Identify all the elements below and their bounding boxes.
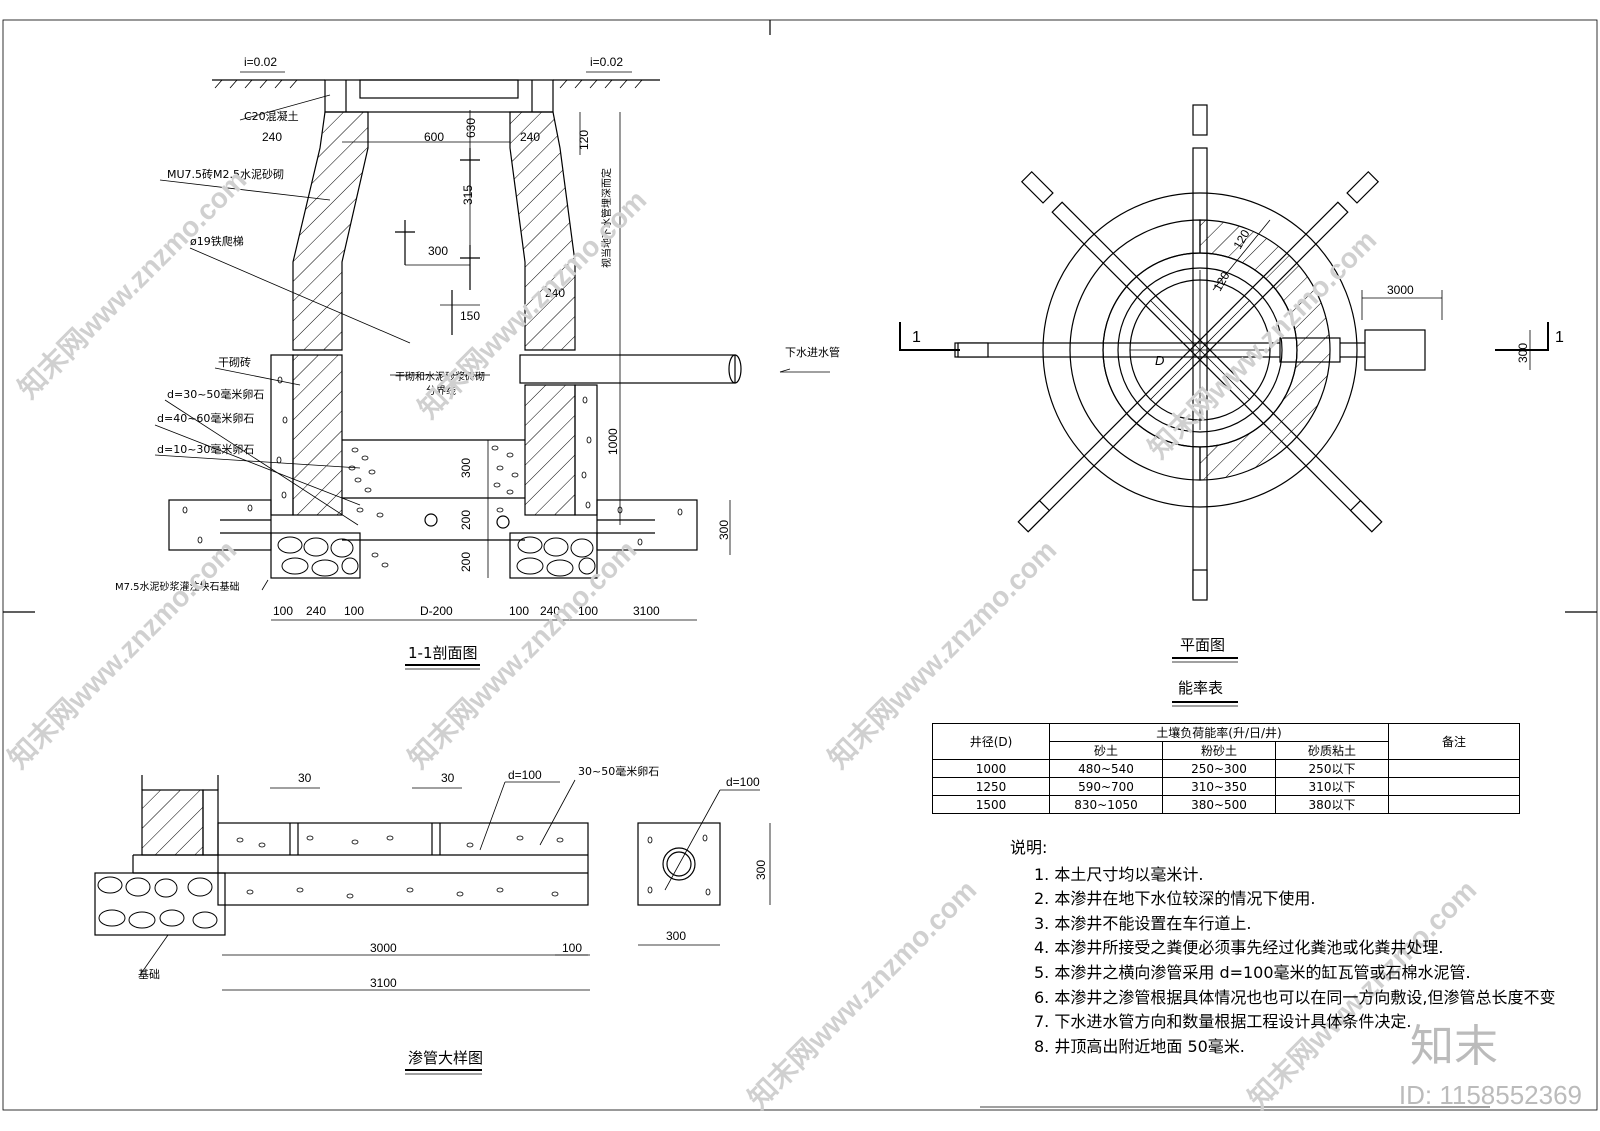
- dim-600: 600: [424, 130, 444, 144]
- slope-right: i=0.02: [590, 55, 623, 69]
- watermark-3: 知末网www.znzmo.com: [2, 533, 243, 774]
- th-sand: 砂土: [1049, 741, 1163, 760]
- notes-title: 说明:: [1010, 838, 1048, 857]
- dim-120: 120: [577, 130, 591, 150]
- image-id: ID: 1158552369: [1398, 1080, 1582, 1110]
- note-item: 5. 本渗井之横向渗管采用 d=100毫米的缸瓦管或石棉水泥管.: [1034, 962, 1471, 982]
- label-dry-brick: 干砌砖: [218, 355, 251, 369]
- dim-630: 630: [464, 118, 478, 138]
- note-item: 2. 本渗井在地下水位较深的情况下使用.: [1034, 889, 1316, 909]
- note-item: 7. 下水进水管方向和数量根据工程设计具体条件决定.: [1034, 1012, 1412, 1032]
- th-diameter: 井径(D): [932, 723, 1050, 760]
- detail-dim-300h: 300: [666, 929, 686, 943]
- label-ladder: ø19铁爬梯: [190, 235, 244, 248]
- dim-200b: 200: [459, 552, 473, 572]
- watermark-7: 知末网www.znzmo.com: [742, 873, 983, 1114]
- th-group: 土壤负荷能率(升/日/井): [1049, 723, 1389, 742]
- detail-dim-3000: 3000: [370, 941, 397, 955]
- label-mu75: MU7.5砖M2.5水泥砂砌: [167, 167, 284, 181]
- dim-240b: 240: [520, 130, 540, 144]
- plan-sec-left: 1: [912, 329, 921, 346]
- inlet-label: 下水进水管: [785, 345, 840, 359]
- note-item: 1. 本土尺寸均以毫米计.: [1034, 864, 1204, 884]
- note-item: 6. 本渗井之渗管根据具体情况也也可以在同一方向敷设,但渗管总长度不变: [1034, 987, 1556, 1007]
- detail-dim-30b: 30: [441, 771, 455, 785]
- dim-300c: 300: [717, 520, 731, 540]
- dim-240c: 240: [545, 286, 565, 300]
- bdim-100a: 100: [273, 604, 293, 618]
- bdim-D: D-200: [420, 604, 453, 618]
- label-c20: C20混凝土: [244, 109, 299, 123]
- plan-title: 平面图: [1180, 636, 1225, 654]
- dim-300a: 300: [428, 244, 448, 258]
- label-stone-10-30: d=10~30毫米卵石: [157, 442, 254, 456]
- detail-base: 基础: [138, 968, 160, 981]
- plan-dim-300: 300: [1516, 343, 1530, 363]
- bdim-3100: 3100: [633, 604, 660, 618]
- plan-sec-right: 1: [1555, 329, 1564, 346]
- th-note: 备注: [1388, 723, 1520, 760]
- depth-note: 视当地下水管埋深而定: [600, 168, 613, 268]
- bdim-100b: 100: [344, 604, 364, 618]
- dim-300b: 300: [459, 458, 473, 478]
- pipe-detail: d=100 300 300 3000 100 3100 30 30 d=100 …: [94, 764, 771, 1075]
- capacity-table: 井径(D) 土壤负荷能率(升/日/井) 备注 砂土 粉砂土 砂质粘土 1000 …: [932, 723, 1520, 814]
- note-item: 4. 本渗井所接受之粪便必须事先经过化粪池或化粪井处理.: [1034, 938, 1444, 958]
- label-m75: M7.5水泥砂浆灌注块石基础: [115, 580, 240, 593]
- sheet-border: [2, 19, 1598, 1111]
- note-item: 3. 本渗井不能设置在车行道上.: [1034, 913, 1252, 933]
- dim-240a: 240: [262, 130, 282, 144]
- label-stone-30-50: d=30~50毫米卵石: [167, 387, 264, 401]
- dim-150: 150: [460, 309, 480, 323]
- brand-logo: 知末: [1410, 1021, 1498, 1072]
- detail-dim-300v: 300: [754, 860, 768, 880]
- slope-left: i=0.02: [244, 55, 277, 69]
- table-title: 能率表: [1178, 679, 1223, 697]
- section-view: i=0.02 i=0.02: [115, 55, 840, 670]
- notes-block: 说明: 1. 本土尺寸均以毫米计. 2. 本渗井在地下水位较深的情况下使用. 3…: [1010, 836, 1555, 1059]
- dim-315: 315: [461, 185, 475, 205]
- note-item: 8. 井顶高出附近地面 50毫米.: [1034, 1036, 1245, 1056]
- plan-label-D: D: [1155, 353, 1164, 368]
- label-boundary: 干砌和水泥砂浆砖砌: [395, 370, 485, 383]
- detail-dim-100r: 100: [562, 941, 582, 955]
- label-boundary2: 分界线: [426, 384, 456, 397]
- bdim-100d: 100: [578, 604, 598, 618]
- th-silt: 粉砂土: [1162, 741, 1276, 760]
- plan-view: D 120 120 3000 300 1 1 平面图: [899, 104, 1564, 663]
- detail-d100: d=100: [508, 768, 542, 782]
- plan-dim-120b: 120: [1210, 269, 1232, 294]
- table-row: 1000 480~540 250~300 250以下: [932, 759, 1520, 778]
- dim-1000: 1000: [606, 428, 620, 455]
- table-row: 1500 830~1050 380~500 380以下: [932, 795, 1520, 814]
- bdim-240b: 240: [540, 604, 560, 618]
- bdim-240a: 240: [306, 604, 326, 618]
- th-clay: 砂质粘土: [1275, 741, 1389, 760]
- dim-200a: 200: [459, 510, 473, 530]
- table-row: 1250 590~700 310~350 310以下: [932, 777, 1520, 796]
- plan-dim-3000: 3000: [1387, 283, 1414, 297]
- detail-title: 渗管大样图: [408, 1049, 483, 1067]
- detail-dim-3100: 3100: [370, 976, 397, 990]
- section-title: 1-1剖面图: [408, 644, 478, 662]
- detail-d100b: d=100: [726, 775, 760, 789]
- bdim-100c: 100: [509, 604, 529, 618]
- detail-stone: 30~50毫米卵石: [578, 764, 659, 778]
- detail-dim-30a: 30: [298, 771, 312, 785]
- label-stone-40-60: d=40~60毫米卵石: [157, 411, 254, 425]
